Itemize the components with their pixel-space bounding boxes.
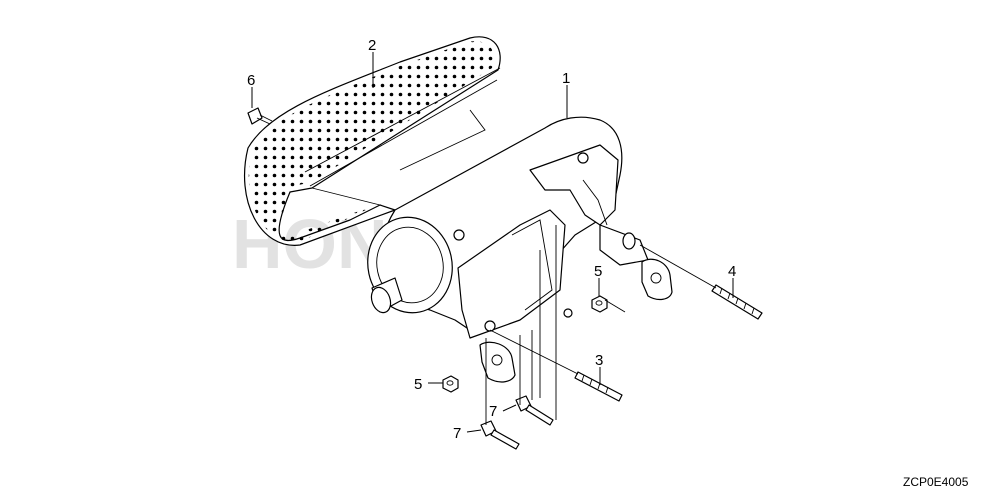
bolt-7-lower-icon: [480, 420, 520, 450]
muffler-part: [367, 116, 673, 383]
callout-3: 3: [595, 352, 603, 369]
leader-lines: [251, 52, 734, 433]
heat-shield-part: [244, 36, 501, 246]
callout-5-lower: 5: [414, 376, 422, 393]
screw-6-icon: [247, 107, 273, 125]
callout-1: 1: [562, 70, 570, 87]
diagram-code: ZCP0E4005: [903, 475, 969, 489]
nut-5-lower-icon: [442, 375, 459, 393]
bolt-7-upper-icon: [515, 395, 554, 426]
nut-5-upper-icon: [591, 295, 608, 313]
callout-7-upper: 7: [489, 403, 497, 420]
callout-7-lower: 7: [453, 425, 461, 442]
callout-5-upper: 5: [594, 263, 602, 280]
stud-bolt-3-icon: [574, 371, 623, 402]
stud-bolt-4-icon: [711, 284, 763, 320]
callout-2: 2: [368, 37, 376, 54]
callout-4: 4: [728, 263, 736, 280]
callout-6: 6: [247, 72, 255, 89]
